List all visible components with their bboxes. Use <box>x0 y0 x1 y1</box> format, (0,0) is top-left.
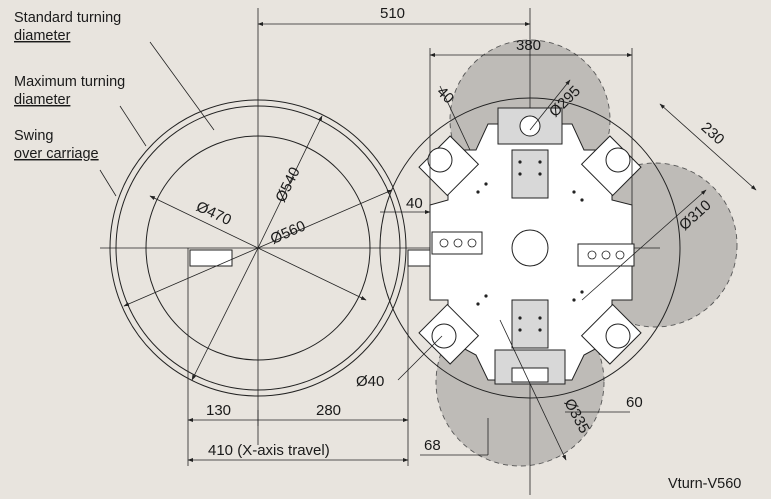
tool-top-bore <box>519 115 541 137</box>
swing-label-1: Swing <box>14 128 54 144</box>
dim-60: 60 <box>626 394 643 411</box>
dimension-values: 510 380 40 Ø295 230 Ø310 Ø540 Ø470 Ø560 … <box>193 5 727 459</box>
dim-510: 510 <box>380 5 405 22</box>
turret-hub <box>511 229 549 267</box>
dim-540: Ø540 <box>272 165 303 205</box>
left-tool-stub <box>407 249 431 267</box>
dimension-lines <box>99 22 757 466</box>
carriage-block <box>189 249 233 267</box>
standard-turning-label-1: Standard turning <box>14 10 121 26</box>
turret-body <box>418 107 642 385</box>
dim-40-diameter: Ø40 <box>356 373 384 390</box>
dim-230: 230 <box>698 119 728 148</box>
model-label: Vturn-V560 <box>668 476 741 492</box>
tool-holder-top <box>497 107 563 145</box>
callout-labels: Standard turning diameter Maximum turnin… <box>14 10 741 492</box>
tool-holder-right <box>577 243 635 267</box>
dim-68: 68 <box>424 437 441 454</box>
dim-280: 280 <box>316 402 341 419</box>
max-turning-label-1: Maximum turning <box>14 74 125 90</box>
dim-560: Ø560 <box>268 217 308 247</box>
swing-label-2: over carriage <box>14 146 99 162</box>
max-turning-label-2: diameter <box>14 92 71 108</box>
dim-410: 410 (X-axis travel) <box>208 442 330 459</box>
dim-380: 380 <box>516 37 541 54</box>
dim-40-mid: 40 <box>406 195 423 212</box>
dim-130: 130 <box>206 402 231 419</box>
standard-turning-label-2: diameter <box>14 28 71 44</box>
tool-holder-left <box>431 231 483 255</box>
dim-470: Ø470 <box>193 198 233 229</box>
